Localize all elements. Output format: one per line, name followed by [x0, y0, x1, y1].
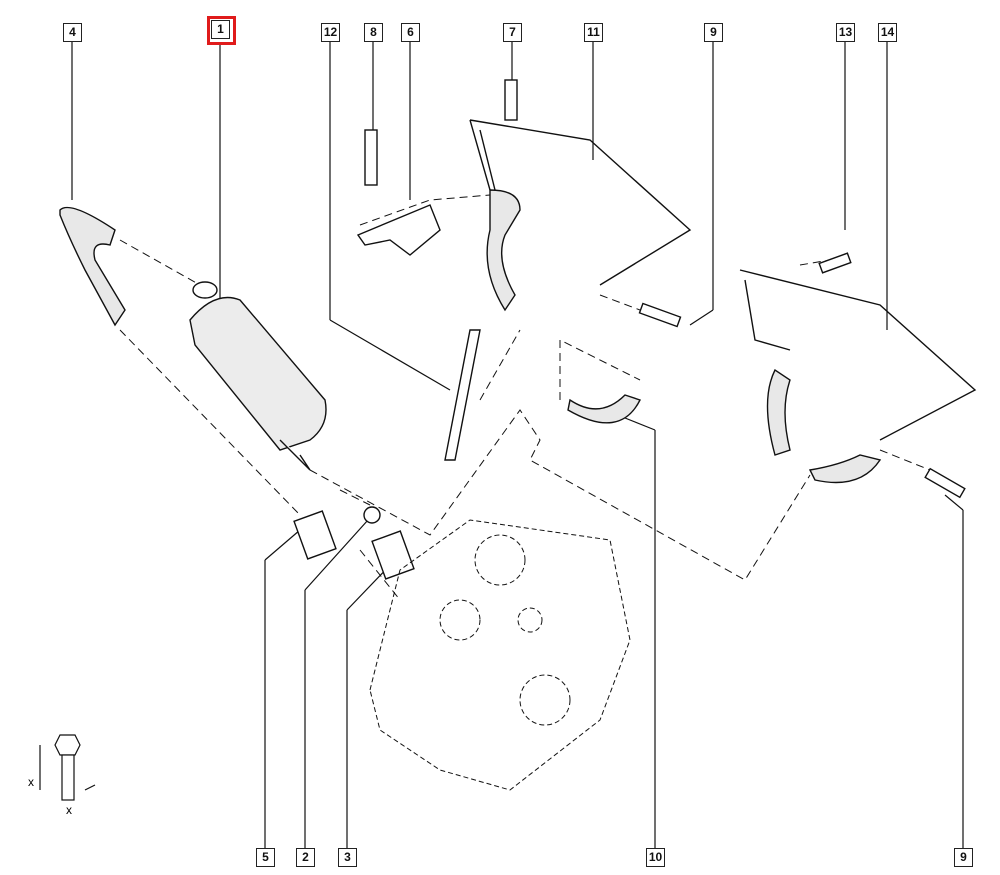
seal-2 [363, 506, 381, 524]
callout-1[interactable]: 1 [211, 20, 230, 39]
bolt-13 [818, 252, 852, 274]
bolt-legend-icon [39, 734, 96, 801]
pipe-14 [739, 269, 977, 441]
callout-5[interactable]: 5 [256, 848, 275, 867]
callout-3[interactable]: 3 [338, 848, 357, 867]
callout-6[interactable]: 6 [401, 23, 420, 42]
hose-4 [59, 206, 126, 327]
bolt-7 [504, 79, 518, 121]
union-3 [371, 530, 415, 580]
callout-12[interactable]: 12 [321, 23, 340, 42]
legend-x-label-2: x [66, 803, 72, 817]
filter-1 [189, 296, 327, 451]
callout-10[interactable]: 10 [646, 848, 665, 867]
legend-x-label: x [28, 775, 34, 789]
callout-4[interactable]: 4 [63, 23, 82, 42]
bolt-8 [364, 129, 378, 186]
callout-8[interactable]: 8 [364, 23, 383, 42]
callout-14[interactable]: 14 [878, 23, 897, 42]
callout-9-bottom[interactable]: 9 [954, 848, 973, 867]
hose-10 [567, 394, 641, 424]
callout-11[interactable]: 11 [584, 23, 603, 42]
fitting [192, 281, 218, 299]
engine-block [369, 519, 631, 791]
hose-11 [486, 189, 521, 312]
union-5 [293, 510, 337, 560]
bracket-6 [356, 204, 441, 256]
bolt-9b [924, 467, 966, 499]
callout-7[interactable]: 7 [503, 23, 522, 42]
callout-9-top[interactable]: 9 [704, 23, 723, 42]
callout-13[interactable]: 13 [836, 23, 855, 42]
selected-callout-highlight [207, 16, 236, 45]
bolt-9 [638, 302, 682, 328]
pipe-12 [444, 329, 481, 461]
callout-2[interactable]: 2 [296, 848, 315, 867]
hose-14 [766, 368, 791, 456]
